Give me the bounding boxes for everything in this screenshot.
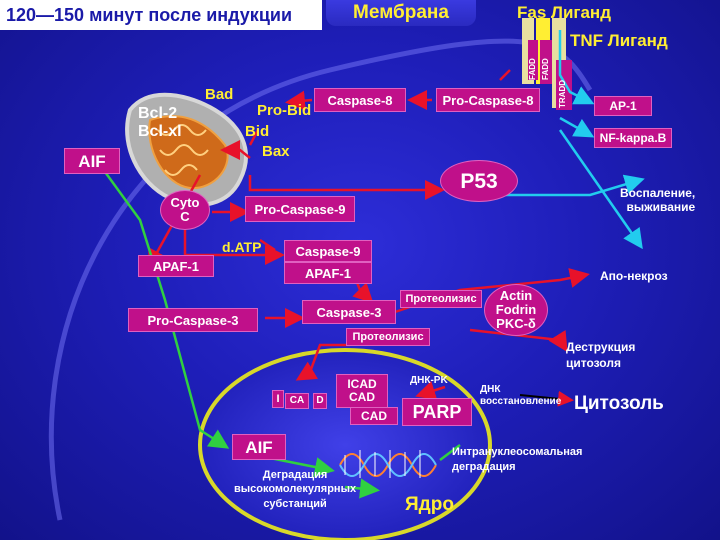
- aif-box-top: AIF: [64, 148, 120, 174]
- nfkb-box: NF-kappa.B: [594, 128, 672, 148]
- mitochondrion: [125, 92, 248, 207]
- apaf1-left-box: APAF-1: [138, 255, 214, 277]
- caspase8-box: Caspase-8: [314, 88, 406, 112]
- apo-necrosis-label: Апо-некроз: [600, 269, 668, 283]
- tnf-ligand-label: TNF Лиганд: [570, 31, 668, 50]
- aif-box-nucleus: AIF: [232, 434, 286, 460]
- internucleosomal-label: Интрануклеосомальная деградация: [452, 446, 583, 474]
- caspase3-box: Caspase-3: [302, 300, 396, 324]
- inflammation-label: Воспаление, выживание: [620, 186, 696, 215]
- nucleus-label: Ядро: [405, 494, 454, 515]
- membrane-label: Мембрана: [326, 0, 476, 26]
- fas-ligand-label: Fas Лиганд: [517, 3, 611, 22]
- ap1-box: AP-1: [594, 96, 652, 116]
- dnk-repair-label: ДНК восстановление: [480, 384, 562, 407]
- bcl-label: Bcl-2 Bcl-xl: [138, 105, 182, 141]
- page-title: 120—150 минут после индукции: [0, 0, 322, 30]
- i-box: I: [272, 390, 284, 408]
- d-box: D: [313, 393, 327, 409]
- bid-label: Bid: [245, 123, 270, 140]
- datp-label: d.ATP: [222, 239, 262, 255]
- receptor-bars: [522, 18, 572, 110]
- bad-label: Bad: [205, 86, 234, 103]
- cad-box: CAD: [350, 407, 398, 425]
- pro-caspase3-box: Pro-Caspase-3: [128, 308, 258, 332]
- proteolysis2-box: Протеолизис: [346, 328, 430, 346]
- fadd-label: FADD: [528, 58, 537, 80]
- dnk-pk-label: ДНК-PK: [410, 375, 448, 386]
- proteolysis1-box: Протеолизис: [400, 290, 482, 308]
- icad-cad-box: ICAD CAD: [336, 374, 388, 408]
- apaf1-right-box: APAF-1: [284, 262, 372, 284]
- parp-box: PARP: [402, 398, 472, 426]
- p53-node: P53: [440, 160, 518, 202]
- ca-box: CA: [285, 393, 309, 409]
- tradd-label: TRADD: [558, 80, 567, 108]
- degradation-label: Деградация высокомолекулярных субстанций: [234, 469, 357, 510]
- pro-caspase8-box: Pro-Caspase-8: [436, 88, 540, 112]
- cyto-c-node: Cyto C: [160, 190, 210, 230]
- pro-caspase9-box: Pro-Caspase-9: [245, 196, 355, 222]
- cytosol-label: Цитозоль: [574, 393, 664, 414]
- fadd-label-2: FADD: [541, 58, 550, 80]
- caspase9-box: Caspase-9: [284, 240, 372, 262]
- actin-box: Actin Fodrin PKC-δ: [484, 284, 548, 336]
- bax-label: Bax: [262, 143, 290, 160]
- repair-arrow: [519, 390, 574, 407]
- cytosol-destruction-label: Деструкция цитозоля: [566, 340, 636, 370]
- pro-bid-label: Pro-Bid: [257, 102, 312, 119]
- dna-strands: [339, 450, 437, 478]
